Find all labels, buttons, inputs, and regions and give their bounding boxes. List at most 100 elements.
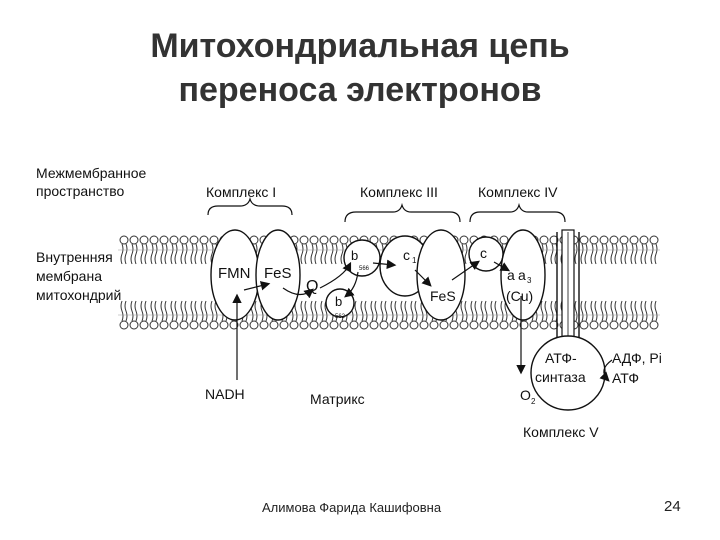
lipid-tail — [634, 243, 638, 265]
lipid-head — [269, 320, 279, 330]
lipid-head — [119, 320, 129, 330]
cu-label: (Cu) — [506, 288, 533, 304]
lipid-head — [539, 320, 549, 330]
lipid-tail — [620, 243, 624, 265]
aa3-a3-label: a — [518, 267, 526, 283]
lipid-head — [369, 320, 379, 330]
lipid-tail — [504, 300, 508, 322]
lipid-tail — [184, 243, 188, 265]
lipid-head — [129, 320, 139, 330]
lipid-tail — [610, 300, 614, 322]
lipid-tail — [310, 300, 314, 322]
lipid-head — [649, 235, 659, 245]
o2-label: O — [520, 387, 531, 403]
lipid-tail — [384, 300, 388, 322]
aa3-sub: 3 — [527, 276, 532, 285]
lipid-tail — [644, 300, 648, 322]
lipid-tail — [160, 300, 164, 322]
lipid-head — [139, 320, 149, 330]
lipid-tail — [544, 243, 548, 265]
lipid-tail — [254, 300, 258, 322]
lipid-tail — [480, 300, 484, 322]
inner-membrane-label-3: митохондрий — [36, 287, 121, 303]
b566-sub: 566 — [359, 266, 370, 272]
lipid-tail — [600, 243, 604, 265]
lipid-tail — [200, 300, 204, 322]
lipid-tail — [544, 300, 548, 322]
lipid-head — [299, 235, 309, 245]
o2-sub: 2 — [531, 397, 536, 406]
lipid-head — [619, 320, 629, 330]
b-to-c1-arrow — [372, 259, 397, 270]
lipid-tail — [584, 243, 588, 265]
lipid-tail — [614, 243, 618, 265]
lipid-head — [479, 320, 489, 330]
lipid-head — [309, 320, 319, 330]
lipid-tail — [180, 243, 184, 265]
lipid-tail — [214, 300, 218, 322]
lipid-tail — [170, 300, 174, 322]
lipid-tail — [550, 243, 554, 265]
lipid-head — [359, 320, 369, 330]
lipid-tail — [320, 300, 324, 322]
lipid-tail — [304, 243, 308, 265]
lipid-tail — [190, 300, 194, 322]
lipid-head — [509, 320, 519, 330]
lipid-tail — [314, 243, 318, 265]
fes-1-label: FeS — [264, 265, 292, 282]
lipid-head — [149, 320, 159, 330]
lipid-tail — [194, 243, 198, 265]
lipid-tail — [150, 243, 154, 265]
lipid-tail — [130, 300, 134, 322]
page-title: Митохондриальная цепь переноса электроно… — [0, 24, 720, 112]
lipid-tail — [650, 300, 654, 322]
lipid-tail — [580, 243, 584, 265]
lipid-tail — [650, 243, 654, 265]
adp-pi-label: АДФ, Pi — [612, 350, 662, 366]
lipid-tail — [184, 300, 188, 322]
aa3-a-label: a — [507, 267, 515, 283]
lipid-head — [159, 235, 169, 245]
lipid-tail — [164, 243, 168, 265]
lipid-head — [219, 320, 229, 330]
lipid-head — [149, 235, 159, 245]
lipid-head — [289, 320, 299, 330]
lipid-head — [489, 320, 499, 330]
lipid-head — [549, 235, 559, 245]
lipid-tail — [354, 300, 358, 322]
c-to-aa3-arrow — [493, 261, 511, 272]
lipid-head — [399, 320, 409, 330]
lipid-head — [519, 320, 529, 330]
lipid-head — [199, 235, 209, 245]
lipid-head — [279, 320, 289, 330]
lipid-head — [249, 320, 259, 330]
lipid-head — [379, 235, 389, 245]
lipid-head — [159, 320, 169, 330]
lipid-head — [459, 320, 469, 330]
lipid-head — [629, 320, 639, 330]
atp-synthase-label-2: синтаза — [535, 369, 586, 385]
lipid-tail — [154, 243, 158, 265]
lipid-tail — [494, 300, 498, 322]
lipid-tail — [120, 300, 124, 322]
lipid-head — [579, 235, 589, 245]
inner-membrane-label-1: Внутренняя — [36, 249, 113, 265]
lipid-tail — [164, 300, 168, 322]
c1-sub: 1 — [412, 256, 417, 265]
lipid-tail — [360, 300, 364, 322]
lipid-head — [259, 320, 269, 330]
lipid-tail — [340, 243, 344, 265]
lipid-tail — [144, 300, 148, 322]
lipid-head — [299, 320, 309, 330]
lipid-tail — [370, 300, 374, 322]
lipid-head — [599, 235, 609, 245]
page-number: 24 — [664, 498, 681, 515]
lipid-head — [639, 320, 649, 330]
lipid-head — [339, 320, 349, 330]
lipid-head — [589, 320, 599, 330]
lipid-tail — [574, 243, 578, 265]
lipid-tail — [630, 243, 634, 265]
lipid-tail — [210, 300, 214, 322]
lipid-head — [609, 235, 619, 245]
